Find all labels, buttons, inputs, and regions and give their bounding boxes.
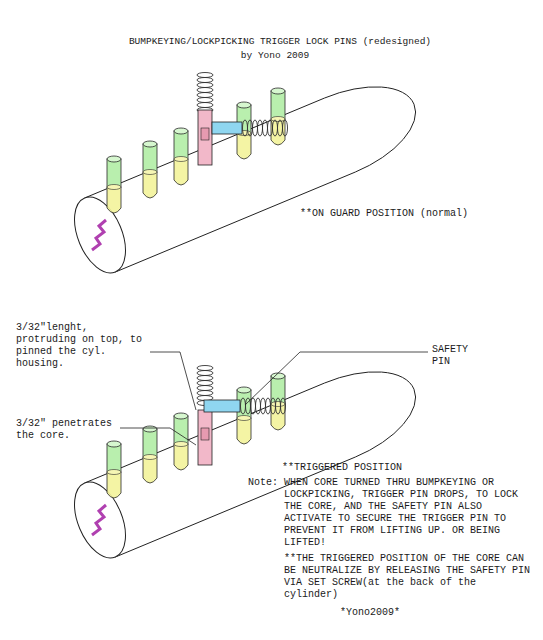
- state-caption: **ON GUARD POSITION (normal): [300, 208, 500, 220]
- diagram-title: BUMPKEYING/LOCKPICKING TRIGGER LOCK PINS…: [90, 36, 470, 48]
- dimension-note: 3/32"lenght, protruding on top, to pinne…: [16, 322, 151, 370]
- dimension-note: 3/32" penetrates the core.: [16, 418, 116, 442]
- leader-lines: [120, 352, 428, 445]
- state-caption: **TRIGGERED POSITION: [282, 462, 482, 474]
- explanation-note: Note: WHEN CORE TURNED THRU BUMPKEYING O…: [248, 477, 536, 549]
- signature: *Yono2009*: [340, 607, 460, 619]
- cylinder-normal: [64, 73, 415, 281]
- part-name: SAFETY PIN: [432, 344, 482, 368]
- explanation-note: **THE TRIGGERED POSITION OF THE CORE CAN…: [284, 553, 536, 601]
- author-credit: by Yono 2009: [190, 50, 360, 62]
